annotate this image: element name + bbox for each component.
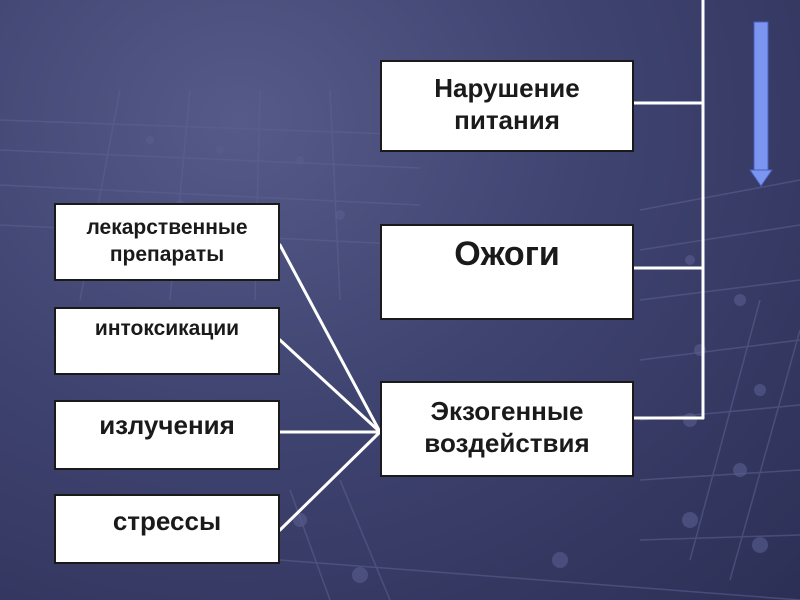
- box-intoksikatsii: интоксикации: [54, 307, 280, 375]
- box-ekzogennye-vozdeystviya: Экзогенные воздействия: [380, 381, 634, 477]
- box-ekzogen-label: Экзогенные воздействия: [424, 396, 590, 458]
- box-lekarstva-label: лекарственные препараты: [86, 216, 248, 266]
- box-intoks-label: интоксикации: [94, 317, 240, 340]
- fan-intoks-line: [278, 338, 382, 434]
- box-stressy: стрессы: [54, 494, 280, 564]
- box-narushenie-pitaniya: Нарушение питания: [380, 60, 634, 152]
- box-ozhogi: Ожоги: [380, 224, 634, 320]
- fan-stress-line: [278, 430, 382, 532]
- box-izlucheniya: излучения: [54, 400, 280, 470]
- down-arrow-icon: [749, 21, 773, 187]
- box-ozhogi-label: Ожоги: [454, 235, 560, 273]
- box-narushenie-label: Нарушение питания: [434, 73, 580, 135]
- box-lekarstvennye-preparaty: лекарственные препараты: [54, 203, 280, 281]
- box-stress-label: стрессы: [112, 506, 222, 536]
- box-izluch-label: излучения: [99, 410, 235, 440]
- fan-lekarstva-line: [278, 243, 382, 434]
